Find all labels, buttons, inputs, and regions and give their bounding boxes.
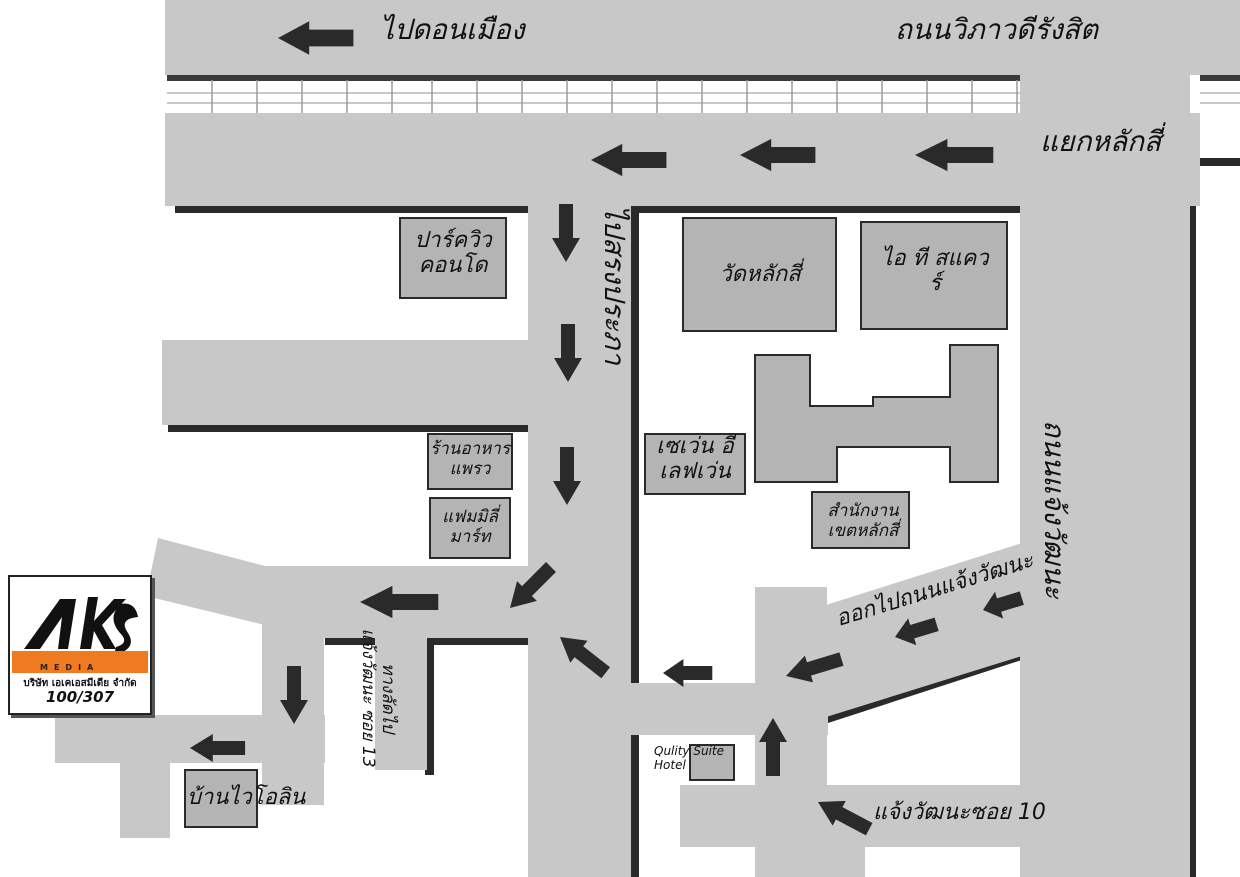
aks-media-logo: MEDIA บริษัท เอเคเอสมีเดีย จำกัด 100/307 <box>8 575 152 715</box>
family-mart-block <box>429 497 511 559</box>
soi-songprapa <box>528 195 631 877</box>
violin-house-block <box>184 769 258 828</box>
logo-orange-band <box>12 651 148 673</box>
wat-laksi-block <box>682 217 837 332</box>
label-quality-suite-hotel: Qulity Suite Hotel <box>654 744 724 772</box>
logo-company-name: บริษัท เอเคเอสมีเดีย จำกัด <box>23 678 137 689</box>
label-to-songprapa: ไปสรงประภา <box>598 205 631 365</box>
arrow-left-icon <box>663 659 713 687</box>
expressway-band <box>167 75 1240 113</box>
label-phrae-restaurant: ร้านอาหาร แพรว <box>430 439 510 479</box>
west-branch-road <box>162 340 532 425</box>
violin-road-horizontal <box>55 715 325 763</box>
seven-eleven-block <box>644 433 746 495</box>
label-wat-laksi: วัดหลักสี่ <box>719 262 801 287</box>
aks-logo-mark-icon <box>24 597 138 655</box>
label-chaengwattana-soi10: แจ้งวัฒนะซอย 10 <box>873 800 1046 825</box>
buildings <box>184 217 1008 828</box>
label-district-office: สำนักงาน เขตหลักสี่ <box>827 501 899 541</box>
label-seven-eleven: เซเว่น อีเลฟเว่น <box>656 434 734 485</box>
quality-suite-hotel-block <box>689 744 735 781</box>
nw-spur <box>146 538 265 625</box>
label-park-view-condo: ปาร์ควิว คอนโด <box>414 228 492 279</box>
label-chaengwattana-road: ถนนแจ้งวัฒนะ <box>1038 420 1071 599</box>
label-laksi-intersection: แยกหลักสี่ <box>1040 125 1162 158</box>
violin-road-stub <box>120 740 170 838</box>
roads <box>55 0 1240 877</box>
label-it-square: ไอ ที สแควร์ <box>881 246 989 297</box>
label-vibhavadi-road: ถนนวิภาวดีรังสิต <box>895 13 1099 46</box>
label-shortcut-soi13: ทางลัดไปแจ้งวัฒนะ ซอย 13 <box>358 628 398 768</box>
phrae-restaurant-block <box>427 433 513 490</box>
label-violin-house: บ้านไวโอลิน <box>187 785 306 810</box>
district-office-block <box>811 491 910 549</box>
soi13-shortcut <box>375 630 427 770</box>
it-square-block <box>860 221 1008 330</box>
chaengwattana-road <box>1020 75 1190 877</box>
label-family-mart: แฟมมิลี่ มาร์ท <box>442 507 498 547</box>
soi10-bottom <box>760 840 865 877</box>
park-view-condo-block <box>399 217 507 299</box>
label-to-don-mueang: ไปดอนเมือง <box>380 13 525 46</box>
logo-number: 100/307 <box>45 688 115 706</box>
logo-media-text: MEDIA <box>40 663 100 672</box>
laksi-complex-block <box>754 344 999 483</box>
